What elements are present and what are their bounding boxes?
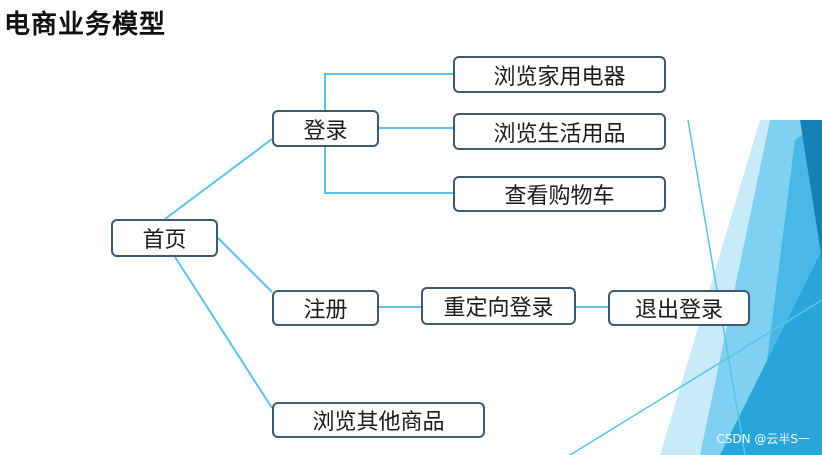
node-view-cart: 查看购物车 <box>453 176 666 212</box>
node-browse-other: 浏览其他商品 <box>272 402 485 438</box>
edge-login-browse-appliances <box>324 73 453 110</box>
node-register: 注册 <box>272 290 379 326</box>
watermark: CSDN @云半S一 <box>716 432 810 446</box>
edge-home-browse-other <box>174 256 273 409</box>
node-login: 登录 <box>272 110 379 147</box>
page-title: 电商业务模型 <box>4 10 167 40</box>
node-logout: 退出登录 <box>608 290 750 326</box>
edge-home-register <box>217 237 273 293</box>
node-browse-appliances: 浏览家用电器 <box>453 56 666 93</box>
node-home: 首页 <box>111 219 218 257</box>
edge-login-view-cart <box>324 147 453 194</box>
node-redirect-login: 重定向登录 <box>421 287 576 325</box>
node-browse-daily: 浏览生活用品 <box>453 113 666 150</box>
edge-home-login <box>164 138 273 220</box>
